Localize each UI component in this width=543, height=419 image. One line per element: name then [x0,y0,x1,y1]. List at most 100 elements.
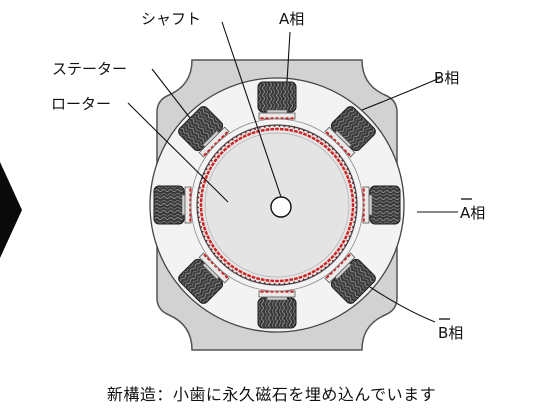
rotor-tooth-dot [338,252,341,255]
rotor-tooth-dot [335,151,338,154]
rotor-tooth-magnet [260,128,265,132]
rotor-tooth-magnet [226,261,231,266]
stator-tooth-magnet [362,188,365,192]
stator-tooth-magnet [343,257,348,262]
rotor-tooth-dot [283,282,286,285]
rotor-tooth-dot [263,282,266,284]
rotor-tooth-magnet [199,207,203,212]
phase-a-leader [286,31,291,83]
rotor-tooth-magnet [326,147,332,152]
rotor-tooth-magnet [345,174,350,180]
rotor-tooth-magnet [289,128,294,132]
rotor-tooth-dot [354,211,357,214]
rotor-tooth-dot [331,259,334,262]
rotor-tooth-magnet [204,230,209,236]
label-phase-b: B相 [434,69,459,87]
stator-tooth-magnet [224,275,229,279]
rotor-tooth-magnet [311,269,316,274]
stator-tooth-magnet [290,117,294,120]
rotor-tooth-magnet [206,235,211,240]
rotor-tooth-dot [213,252,216,255]
rotor-tooth-magnet [210,243,215,248]
rotor-tooth-dot [263,126,266,128]
stator-tooth-magnet [260,290,264,293]
rotor-tooth-dot [331,148,334,151]
rotor-tooth-dot [197,206,199,209]
rotor-tooth-magnet [347,179,351,184]
rotor-tooth-magnet [350,188,354,193]
rotor-tooth-dot [293,281,296,283]
stator-pole [257,290,297,329]
rotor-tooth-magnet [251,131,256,135]
rotor-tooth-dot [223,263,226,266]
stator-poles [153,81,401,329]
rotor-tooth-dot [351,182,354,184]
rotor-tooth-magnet [298,275,303,279]
rotor-tooth-magnet [336,158,341,163]
rotor-tooth-dot [268,282,271,285]
rotor-tooth-dot [311,133,314,136]
stator-tooth-magnet [339,260,344,265]
stator-tooth-magnet [206,148,211,153]
stator-tooth-magnet [290,290,294,293]
rotor-leader [127,102,229,203]
stator-tooth-magnet [189,218,192,222]
stator-tooth-magnet [325,131,330,135]
rotor-teeth-magnets [197,125,357,285]
rotor-tooth-magnet [210,162,215,167]
rotor-tooth-magnet [270,279,275,283]
rotor-tooth-magnet [293,129,298,133]
rotor-tooth-magnet [350,193,354,198]
rotor-tooth-magnet [246,273,252,278]
label-phase-a-bar: A相 [460,204,485,222]
stator-pole [324,106,376,158]
rotor-tooth-magnet [246,132,252,137]
phase-b-leader [361,77,441,111]
rotor-tooth-dot [197,211,200,214]
rotor-tooth-magnet [199,198,203,203]
rotor-tooth-magnet [199,203,203,207]
rotor-tooth-magnet [219,150,224,156]
rotor-tooth-magnet [351,207,355,212]
stator-tooth-magnet [362,213,365,217]
stator-pole [178,252,230,304]
label-stator: ステーター [52,60,127,78]
rotor-tooth-dot [208,163,210,166]
shaft-leader [221,21,282,198]
rotor-tooth-dot [293,127,296,129]
stator-tooth-magnet [213,141,218,146]
rotor-tooth-magnet [260,278,265,282]
rotor-tooth-magnet [341,239,346,244]
rotor-tooth-magnet [302,132,308,137]
stator-tooth-magnet [343,148,348,153]
rotor-tooth-magnet [222,147,228,152]
rotor-tooth-dot [341,159,344,162]
stator-tooth-magnet [220,134,225,139]
rotor-tooth-magnet [349,221,353,226]
rotor-tooth-magnet [242,134,247,139]
rotor-tooth-dot [231,138,234,141]
rotor-tooth-dot [316,272,319,274]
rotor-tooth-magnet [279,279,284,283]
rotor-tooth-dot [249,278,252,281]
rotor-tooth-dot [198,191,200,194]
stator-tooth-magnet [224,131,229,135]
rotor-tooth-magnet [242,271,247,276]
rotor-tooth-dot [199,221,201,224]
rotor-tooth-magnet [351,198,355,203]
rotor-tooth-dot [288,126,291,128]
rotor-tooth-magnet [265,278,270,282]
rotor-tooth-dot [200,182,203,184]
label-rotor: ローター [51,95,111,113]
rotor-tooth-magnet [265,128,270,132]
label-phase-b-bar: B相 [438,324,463,342]
rotor-tooth-dot [208,244,210,247]
rotor-tooth-magnet [319,141,324,146]
rotor-tooth-magnet [216,154,221,159]
stator-tooth-magnet [265,117,269,120]
rotor-tooth-magnet [200,217,204,222]
stator-tooth-magnet [332,267,337,272]
stator-tooth-magnet [362,193,365,197]
rotor-tooth-dot [216,151,219,154]
stator-tooth-magnet [203,152,207,157]
